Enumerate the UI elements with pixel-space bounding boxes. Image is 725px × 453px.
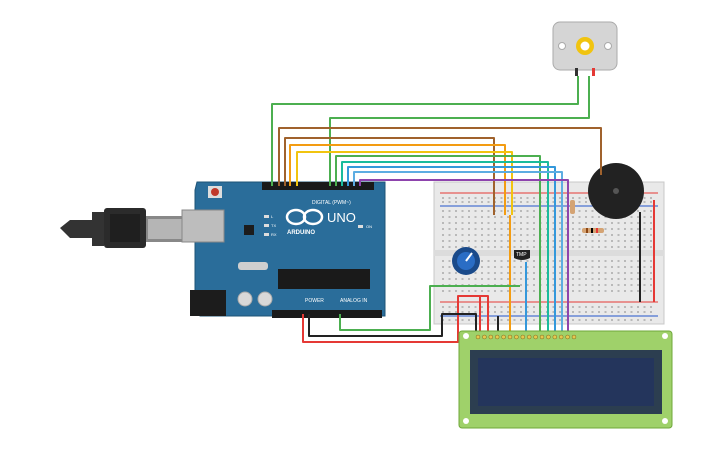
wire-lightblue-lcd <box>353 171 563 335</box>
wire-red-power <box>302 295 489 343</box>
resistor-icon[interactable] <box>570 200 604 233</box>
reset-button[interactable] <box>211 188 219 196</box>
usb-cable-icon[interactable] <box>60 208 184 248</box>
power-header-label: POWER <box>305 298 324 304</box>
piezo-buzzer-icon[interactable] <box>588 163 644 219</box>
wire-brown-bb <box>284 137 495 215</box>
digital-pin-header[interactable] <box>262 182 374 190</box>
wire-motor-green <box>271 76 579 186</box>
wire-brown <box>278 127 602 186</box>
temperature-sensor-icon[interactable]: TMP <box>514 250 530 260</box>
wire-teal-lcd <box>341 161 549 335</box>
digital-header-label: DIGITAL (PWM~) <box>312 200 351 206</box>
tx-led-label: TX <box>271 223 276 228</box>
potentiometer-icon[interactable] <box>452 247 480 275</box>
lcd-pin-row <box>475 334 577 340</box>
lcd-16x2-icon[interactable] <box>458 330 673 429</box>
sensor-label: TMP <box>516 252 527 258</box>
dc-motor-icon[interactable] <box>552 21 618 76</box>
analog-header-label: ANALOG IN <box>340 298 368 304</box>
l-led-label: L <box>271 214 274 219</box>
arduino-uno-board[interactable]: ARDUINO UNO DIGITAL (PWM~) POWER ANALOG … <box>181 181 386 318</box>
wires[interactable] <box>271 76 655 343</box>
wire-yellow <box>296 151 513 215</box>
board-model-label: UNO <box>327 210 356 225</box>
arduino-logo-icon <box>285 208 324 226</box>
rx-led-label: RX <box>271 232 277 237</box>
wire-purple-lcd <box>359 179 569 335</box>
wire-black-gnd <box>308 313 477 337</box>
analog-pin-header[interactable] <box>336 310 382 318</box>
board-brand-label: ARDUINO <box>287 230 315 236</box>
wire-green-analog <box>339 285 520 331</box>
wire-green-lcd <box>335 155 541 335</box>
on-led-label: ON <box>366 224 372 229</box>
atmega-chip <box>278 269 370 289</box>
wire-blue-lcd <box>347 166 556 335</box>
lcd-screen <box>478 358 654 406</box>
wire-motor-green-2 <box>329 76 590 186</box>
